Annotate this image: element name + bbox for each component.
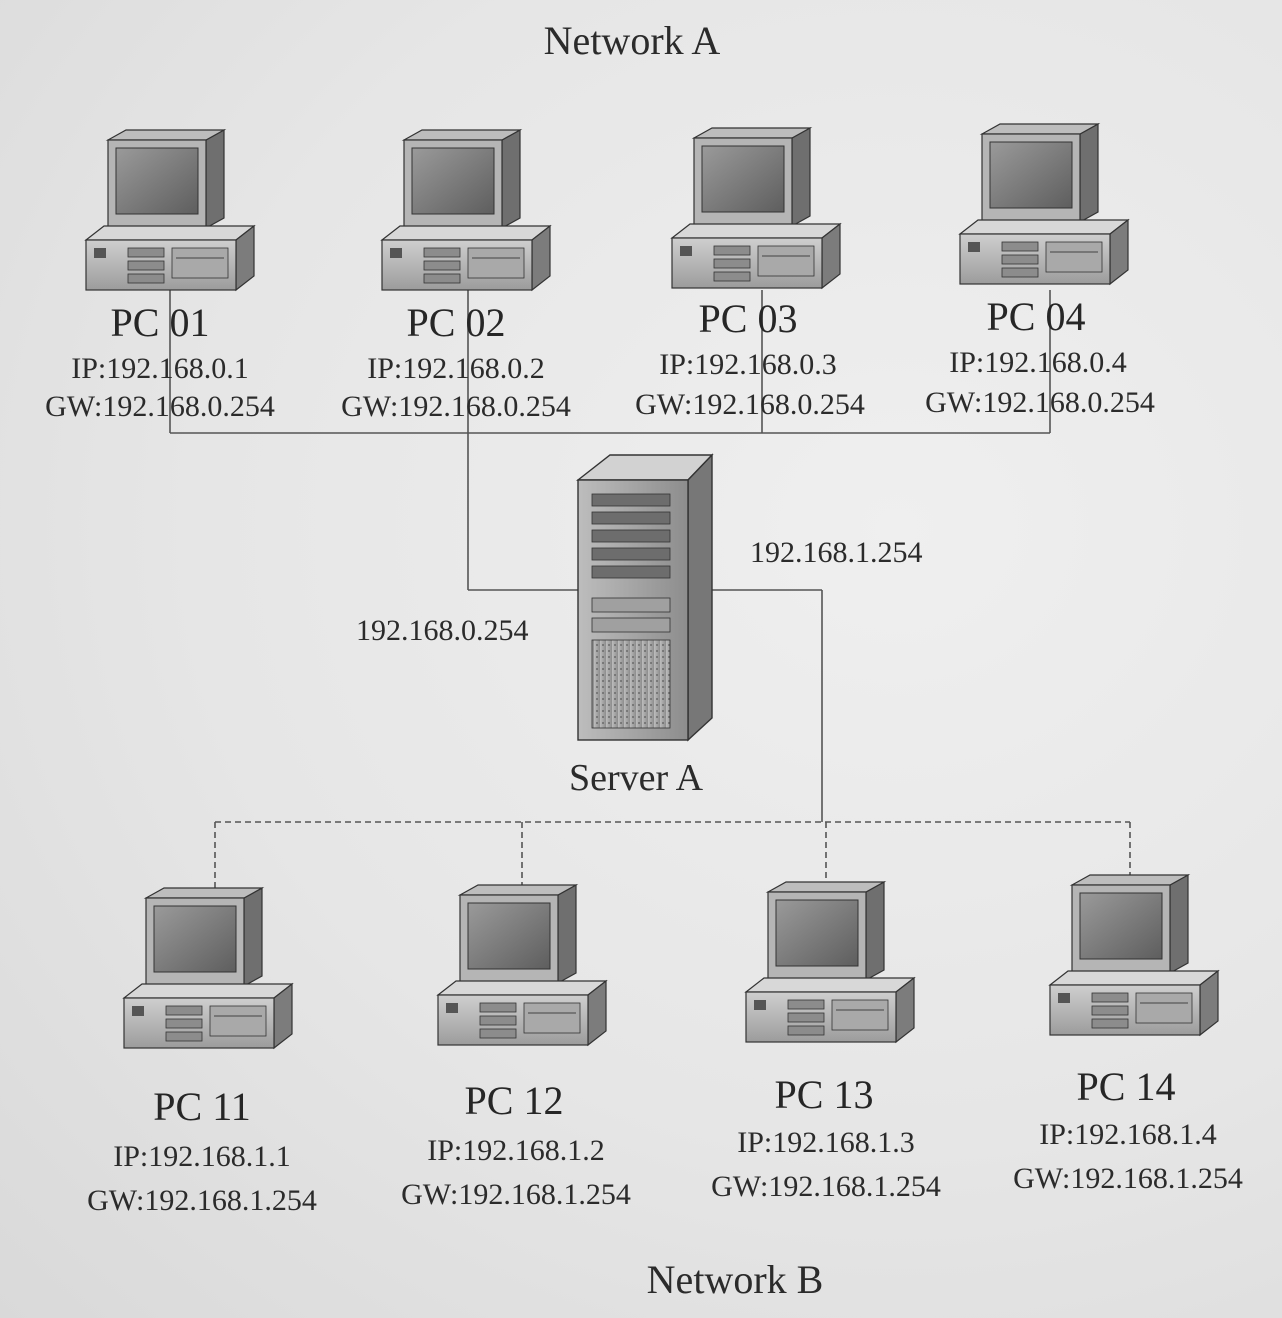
pc-gateway: GW:192.168.1.254	[87, 1184, 317, 1217]
pc-ip: IP:192.168.0.1	[71, 352, 249, 385]
pc-name: PC 04	[987, 294, 1086, 339]
pc-gateway: GW:192.168.1.254	[1013, 1162, 1243, 1195]
pc-gateway: GW:192.168.0.254	[341, 390, 571, 423]
network-a-wiring	[169, 290, 1051, 591]
desktop-computer-icon	[1049, 874, 1219, 1036]
network-a-pc-02: PC 02 IP:192.168.0.2 GW:192.168.0.254	[341, 129, 571, 423]
pc-ip: IP:192.168.1.3	[737, 1126, 915, 1159]
pc-gateway: GW:192.168.0.254	[45, 390, 275, 423]
server-interface-b-label: 192.168.1.254	[750, 536, 923, 569]
desktop-computer-icon	[745, 881, 915, 1043]
network-b-pc-11: PC 11 IP:192.168.1.1 GW:192.168.1.254	[87, 887, 317, 1217]
server-label: Server A	[569, 757, 704, 799]
pc-name: PC 12	[465, 1078, 564, 1123]
tower-server-icon	[575, 453, 714, 742]
pc-name: PC 11	[153, 1084, 250, 1129]
pc-name: PC 01	[111, 300, 210, 345]
pc-ip: IP:192.168.1.2	[427, 1134, 605, 1167]
pc-gateway: GW:192.168.1.254	[401, 1178, 631, 1211]
network-a-pc-01: PC 01 IP:192.168.0.1 GW:192.168.0.254	[45, 129, 275, 423]
pc-name: PC 13	[775, 1072, 874, 1117]
desktop-computer-icon	[123, 887, 293, 1049]
pc-ip: IP:192.168.0.2	[367, 352, 545, 385]
network-a-pc-03: PC 03 IP:192.168.0.3 GW:192.168.0.254	[635, 127, 865, 421]
desktop-computer-icon	[85, 129, 255, 291]
pc-ip: IP:192.168.0.3	[659, 348, 837, 381]
network-b-title: Network B	[647, 1257, 824, 1302]
pc-name: PC 14	[1077, 1064, 1176, 1109]
pc-gateway: GW:192.168.0.254	[925, 386, 1155, 419]
desktop-computer-icon	[959, 123, 1129, 285]
pc-ip: IP:192.168.0.4	[949, 346, 1127, 379]
network-b-wiring	[214, 589, 1131, 890]
desktop-computer-icon	[437, 884, 607, 1046]
network-a-title: Network A	[544, 18, 721, 63]
server-interface-a-label: 192.168.0.254	[356, 614, 529, 647]
pc-gateway: GW:192.168.1.254	[711, 1170, 941, 1203]
desktop-computer-icon	[671, 127, 841, 289]
network-b-pc-12: PC 12 IP:192.168.1.2 GW:192.168.1.254	[401, 884, 631, 1211]
pc-name: PC 03	[699, 296, 798, 341]
pc-gateway: GW:192.168.0.254	[635, 388, 865, 421]
network-b-pc-13: PC 13 IP:192.168.1.3 GW:192.168.1.254	[711, 881, 941, 1203]
pc-ip: IP:192.168.1.1	[113, 1140, 291, 1173]
pc-name: PC 02	[407, 300, 506, 345]
pc-ip: IP:192.168.1.4	[1039, 1118, 1217, 1151]
network-b-pc-14: PC 14 IP:192.168.1.4 GW:192.168.1.254	[1013, 874, 1243, 1195]
desktop-computer-icon	[381, 129, 551, 291]
network-a-pc-04: PC 04 IP:192.168.0.4 GW:192.168.0.254	[925, 123, 1155, 419]
